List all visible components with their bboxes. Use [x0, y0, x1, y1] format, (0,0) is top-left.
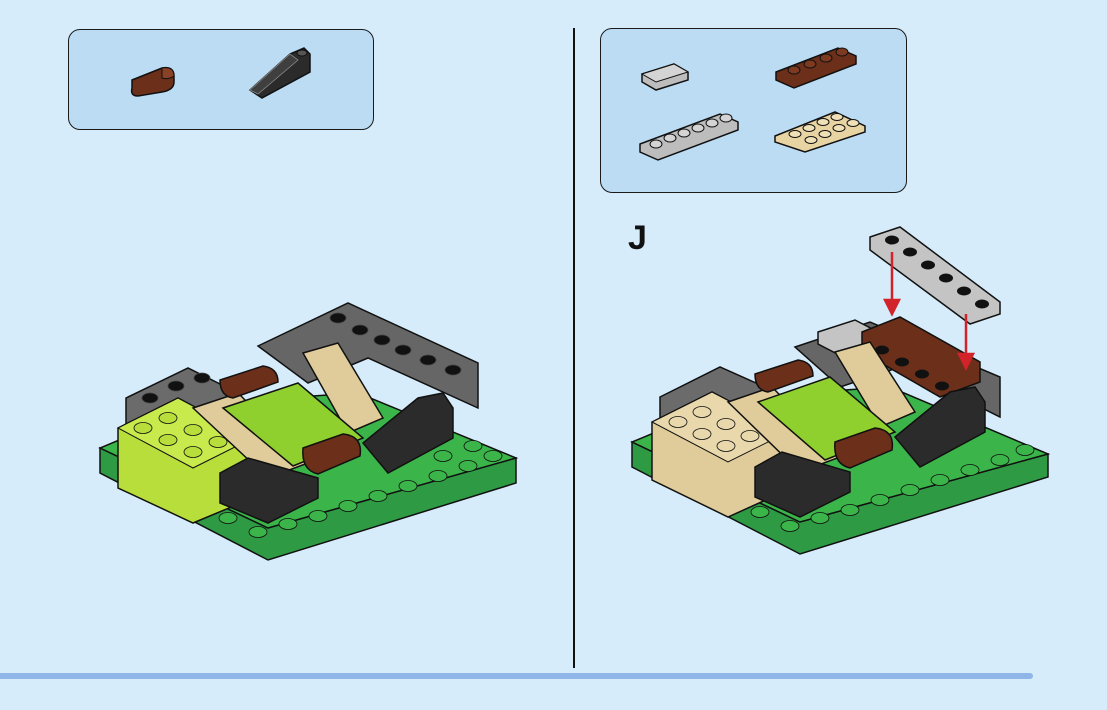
build-model-left: [98, 298, 518, 583]
step-divider: [573, 28, 575, 668]
part-gray-plate-1x6: [638, 108, 742, 164]
parts-callout-left: [68, 29, 374, 130]
part-brown-round-brick: [128, 62, 184, 98]
page-footer-bar: [0, 673, 1033, 679]
part-gray-tile: [640, 60, 692, 94]
part-tan-plate-2x4: [773, 108, 869, 154]
part-black-slope: [246, 44, 316, 100]
build-model-right: [630, 222, 1050, 582]
part-brown-plate-1x4: [774, 42, 860, 92]
